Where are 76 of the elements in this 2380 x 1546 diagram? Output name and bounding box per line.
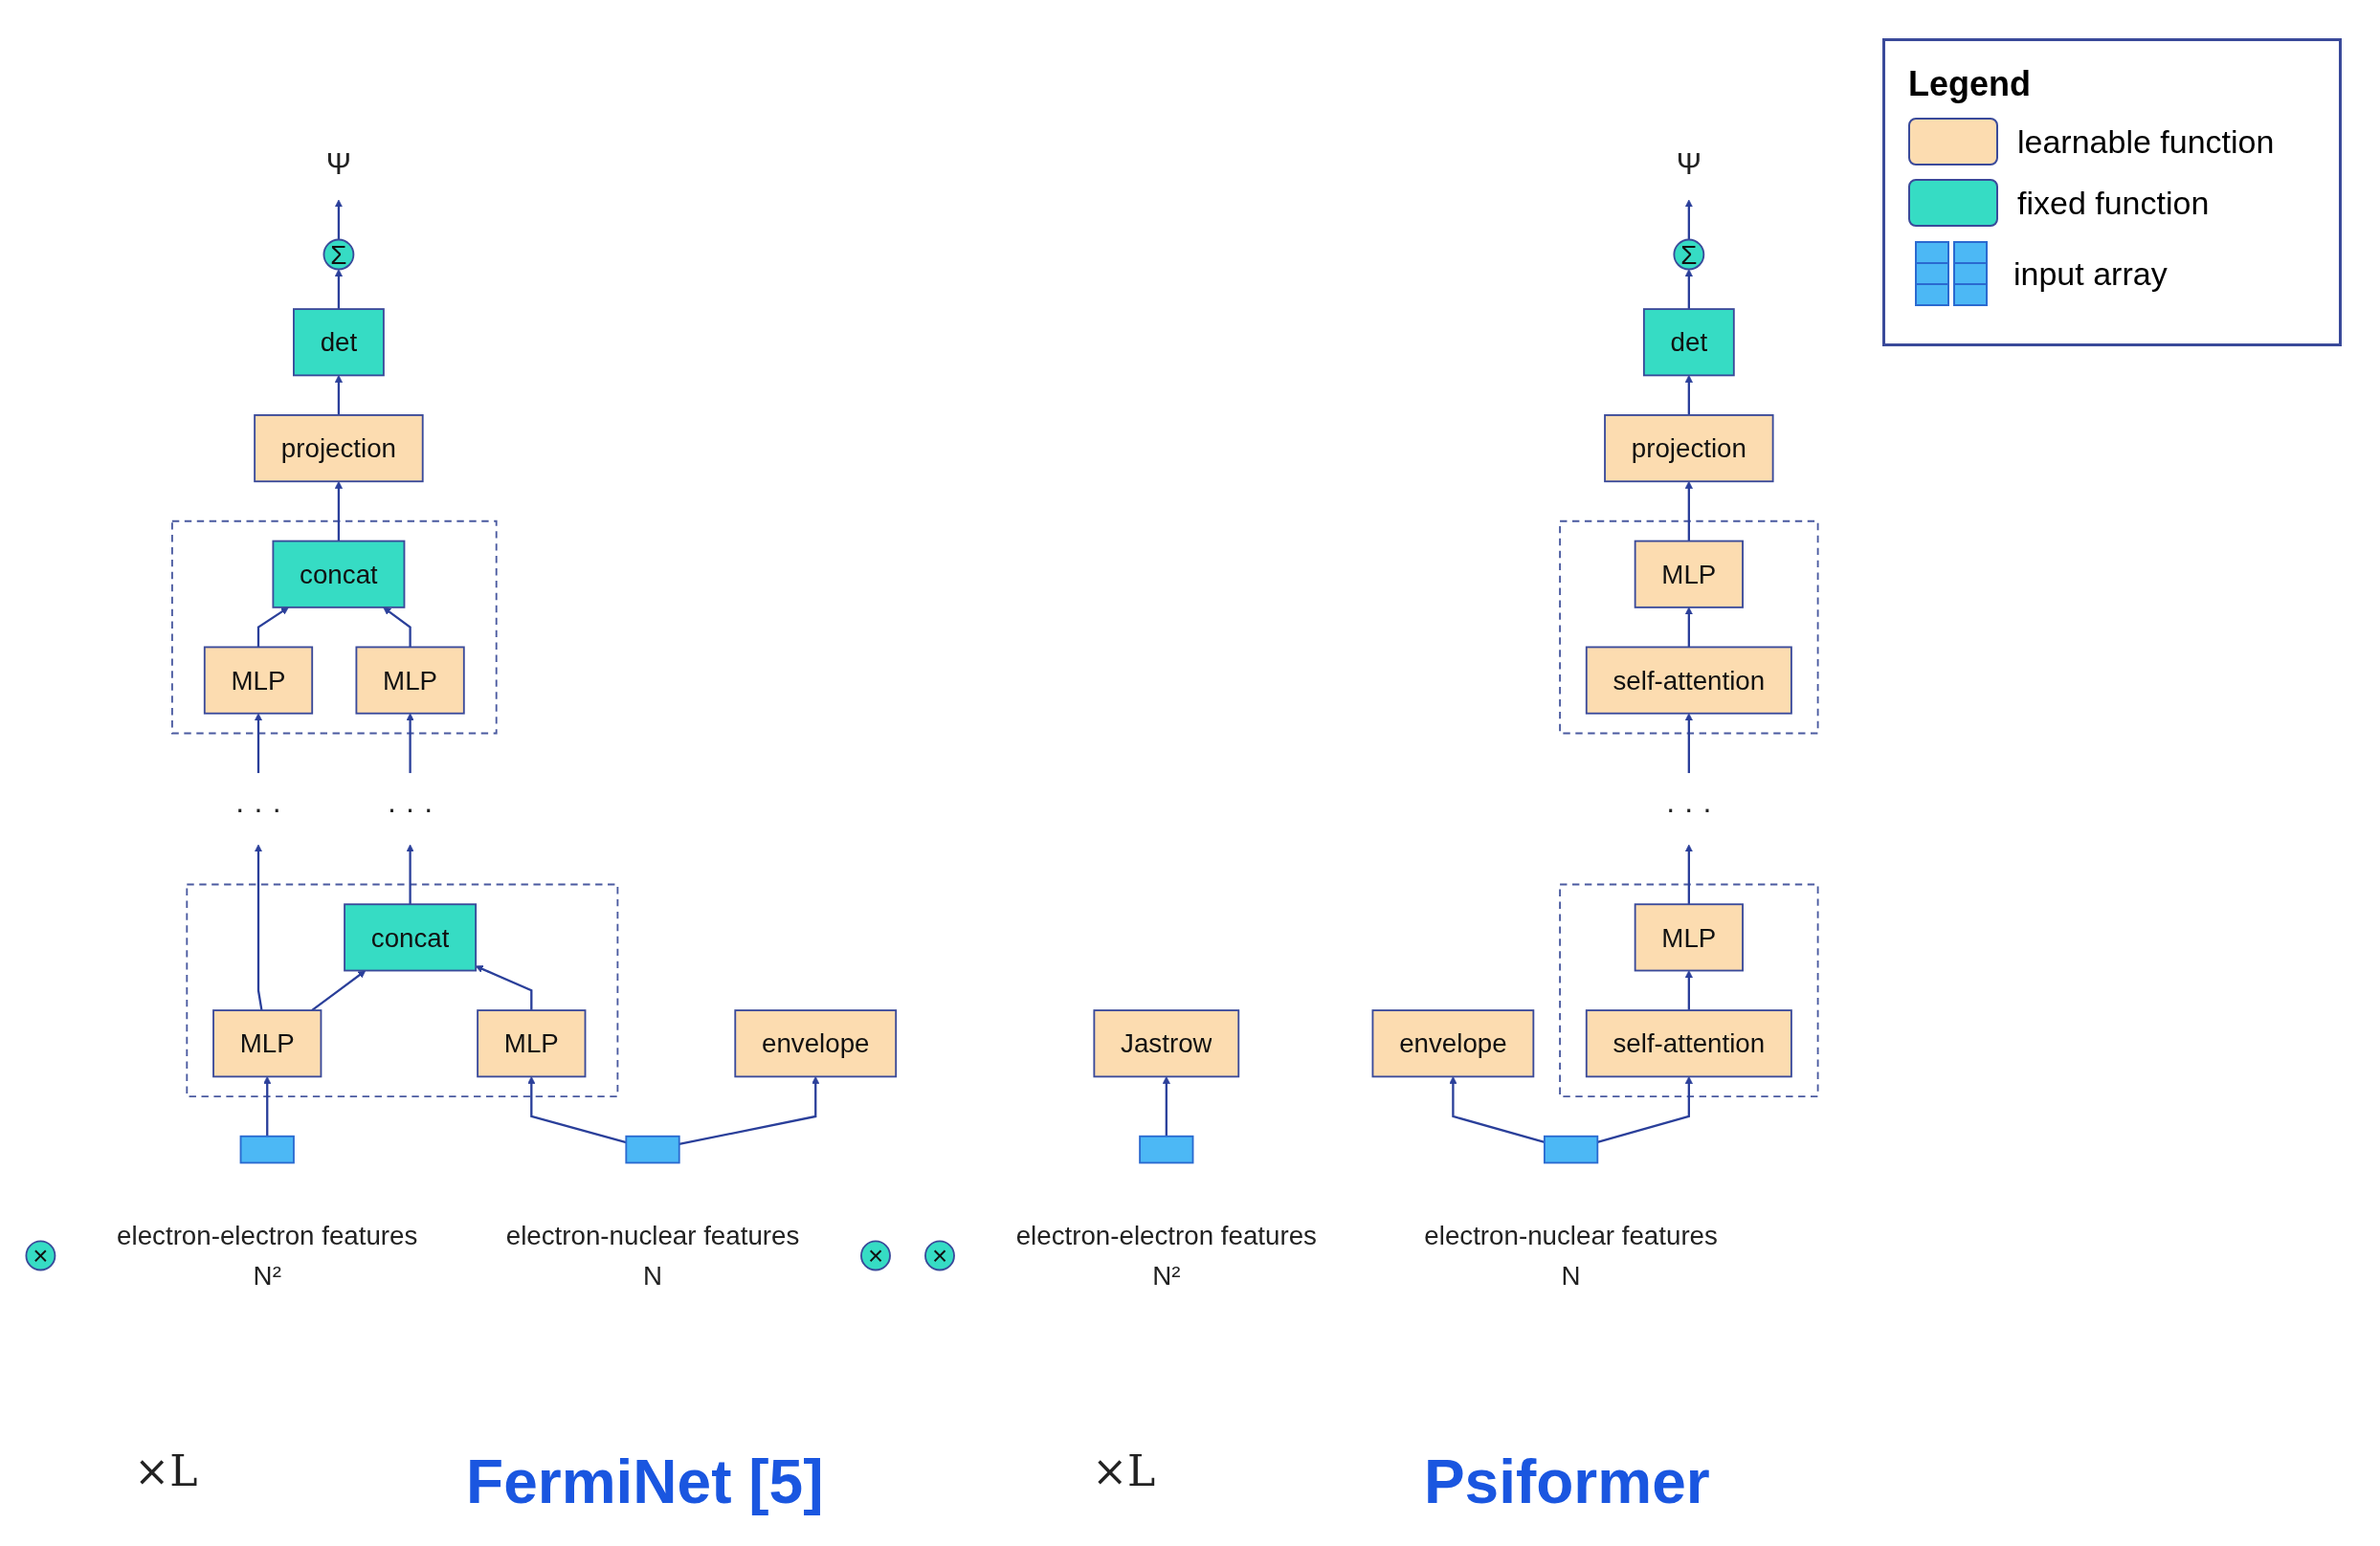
node-box: MLP xyxy=(1634,903,1744,972)
node-box: MLP xyxy=(477,1009,587,1078)
arrow xyxy=(311,970,367,1012)
arrow xyxy=(475,965,533,1011)
cluster xyxy=(1559,883,1819,1098)
arrow xyxy=(1684,970,1693,1011)
legend-text: fixed function xyxy=(2017,184,2210,222)
node-box xyxy=(1139,1135,1194,1164)
node-circle: × xyxy=(924,1240,955,1271)
node-label: electron-nuclear features xyxy=(505,1221,800,1250)
node-box xyxy=(1543,1135,1599,1164)
node-box: Jastrow xyxy=(1093,1009,1240,1078)
node-circle: × xyxy=(25,1240,56,1271)
arrow xyxy=(1684,199,1693,240)
node-text: · · · xyxy=(234,791,282,826)
node-box: envelope xyxy=(734,1009,898,1078)
arrow xyxy=(383,607,411,648)
cluster xyxy=(1559,519,1819,735)
arrow xyxy=(1162,1076,1170,1137)
node-label: N² xyxy=(253,1260,281,1291)
node-box: concat xyxy=(344,903,478,972)
node-text: Ψ xyxy=(1676,146,1702,181)
panel-caption: Psiformer xyxy=(1423,1447,1710,1517)
node-text: · · · xyxy=(387,791,434,826)
node-box: envelope xyxy=(1371,1009,1535,1078)
node-box: MLP xyxy=(212,1009,323,1078)
arrow xyxy=(334,375,343,415)
arrow xyxy=(334,480,343,541)
arrow xyxy=(256,607,289,648)
node-box xyxy=(239,1135,295,1164)
node-label: N xyxy=(643,1260,663,1291)
repeat-label: ×L xyxy=(1092,1447,1156,1497)
node-box xyxy=(625,1135,680,1164)
node-box: MLP xyxy=(355,646,465,715)
arrow xyxy=(1684,844,1693,905)
arrow xyxy=(1684,269,1693,310)
arrow xyxy=(527,1076,627,1144)
arrow xyxy=(334,199,343,240)
arrow xyxy=(263,1076,272,1137)
node-circle: Σ xyxy=(323,238,355,271)
node-box: det xyxy=(1642,308,1735,377)
node-box: MLP xyxy=(1634,540,1744,608)
node-box: self-attention xyxy=(1585,646,1792,715)
repeat-label: ×L xyxy=(134,1447,198,1497)
arrow xyxy=(254,844,263,1011)
arrow xyxy=(406,713,414,774)
cluster xyxy=(186,883,619,1098)
node-box: projection xyxy=(1604,414,1774,483)
node-label: N xyxy=(1561,1260,1581,1291)
node-box: concat xyxy=(272,540,406,608)
arrow xyxy=(1684,713,1693,774)
node-box: MLP xyxy=(203,646,314,715)
cluster xyxy=(171,519,498,735)
arrow xyxy=(254,713,263,774)
node-label: electron-electron features xyxy=(117,1221,418,1250)
node-text: · · · xyxy=(1665,791,1713,826)
arrow xyxy=(678,1076,820,1146)
arrow xyxy=(1684,607,1693,648)
node-circle: × xyxy=(860,1240,891,1271)
arrow xyxy=(1597,1076,1693,1143)
legend-title: Legend xyxy=(1908,64,2032,104)
arrow xyxy=(406,844,414,905)
node-box: self-attention xyxy=(1585,1009,1792,1078)
arrow xyxy=(334,269,343,310)
panel-caption: FermiNet [5] xyxy=(466,1447,824,1517)
arrow xyxy=(1684,480,1693,541)
arrow xyxy=(1684,375,1693,415)
node-label: electron-electron features xyxy=(1015,1221,1317,1250)
node-circle: Σ xyxy=(1673,238,1705,271)
node-box: projection xyxy=(254,414,424,483)
legend-text: input array xyxy=(2013,254,2168,293)
legend-text: learnable function xyxy=(2017,122,2275,161)
node-text: Ψ xyxy=(325,146,352,181)
node-label: electron-nuclear features xyxy=(1424,1221,1718,1250)
node-label: N² xyxy=(1152,1260,1181,1291)
node-box: det xyxy=(293,308,385,377)
